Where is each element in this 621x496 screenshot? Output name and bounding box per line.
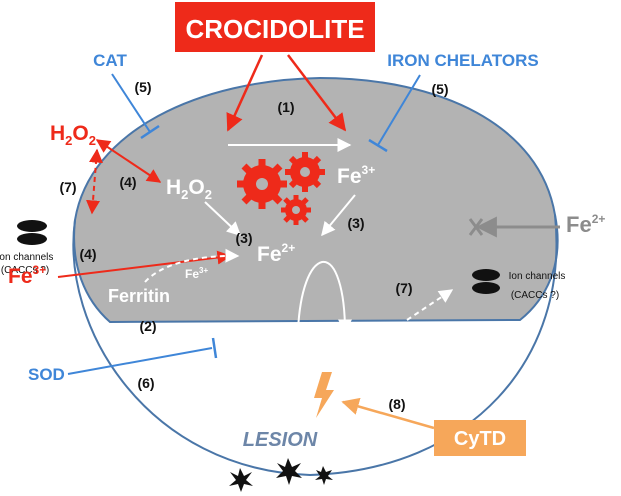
arrow-fe3-into-cell <box>57 250 232 278</box>
lightning-icon <box>314 372 334 418</box>
arrow-ferritin-dashed <box>144 248 240 283</box>
cytd-label: CyTD <box>454 428 506 450</box>
chelators-inhibition-line <box>377 74 421 146</box>
ion-channels-right-line2: (CACCs ?) <box>511 290 559 301</box>
oh-radical-label: •OH <box>229 338 268 361</box>
step-7-left: (7) <box>59 179 76 195</box>
step-5-cat: (5) <box>134 79 151 95</box>
damage-star-icon <box>315 466 333 485</box>
iron-chelators-label: IRON CHELATORS <box>387 51 538 70</box>
ferritin-label: Ferritin <box>108 286 170 306</box>
cat-label: CAT <box>93 51 127 70</box>
cell-membrane-lower <box>72 214 558 477</box>
chelators-inhibition-bar <box>368 138 388 153</box>
step-2: (2) <box>139 318 156 334</box>
crocidolite-label: CROCIDOLITE <box>185 14 364 44</box>
cat-inhibition-bar <box>140 124 160 140</box>
arrow-h2o2-to-fe2 <box>204 201 242 236</box>
step-8: (8) <box>388 396 405 412</box>
cytd-box <box>434 420 526 456</box>
inhibition-x-icon <box>468 218 484 236</box>
arrow-fenton-cycle <box>290 260 352 343</box>
lesion-label: LESION <box>243 429 318 451</box>
fe3-outside-label: Fe3+ <box>8 263 46 288</box>
sod-inhibition-line <box>67 347 213 375</box>
step-5-chelators: (5) <box>431 81 448 97</box>
cat-inhibition-line <box>111 73 151 133</box>
step-4-upper: (4) <box>119 174 136 190</box>
damage-star-icon <box>276 458 302 485</box>
gear-icon <box>281 195 311 225</box>
fe2-inside-label: Fe2+ <box>257 241 295 266</box>
gear-icon <box>285 152 325 192</box>
ion-channel-icon <box>472 269 500 294</box>
sod-inhibition-bar <box>211 337 218 359</box>
ion-channels-left-line1: Ion channels <box>0 252 53 263</box>
arrow-fe3-to-fe2 <box>321 194 356 237</box>
ion-channel-icon <box>17 220 47 245</box>
arrow-superoxide-dashed <box>391 289 454 331</box>
step-7-right: (7) <box>395 280 412 296</box>
step-1: (1) <box>277 99 294 115</box>
ion-channels-left-line2: (CACCs ?) <box>1 265 49 276</box>
superoxide-label: O2•- <box>365 328 397 360</box>
step-6: (6) <box>137 375 154 391</box>
arrow-cytd <box>341 397 435 430</box>
h2o2-inside-label: H2O2 <box>166 176 212 202</box>
h2o2-outside-label: H2O2 <box>50 122 96 148</box>
sod-label: SOD <box>28 365 65 384</box>
ion-channels-right-line1: Ion channels <box>509 271 566 282</box>
gear-icon <box>237 159 287 209</box>
step-4-lower: (4) <box>79 246 96 262</box>
step-3-right: (3) <box>347 215 364 231</box>
fe2-outside-label: Fe2+ <box>566 212 605 237</box>
arrow-h2o2-to-inside <box>95 139 162 183</box>
damage-star-icon <box>229 468 253 492</box>
step-3-left: (3) <box>235 230 252 246</box>
arrow-crocidolite-right <box>287 54 347 132</box>
arrow-crocidolite-left <box>226 54 264 132</box>
crocidolite-box <box>175 2 375 52</box>
